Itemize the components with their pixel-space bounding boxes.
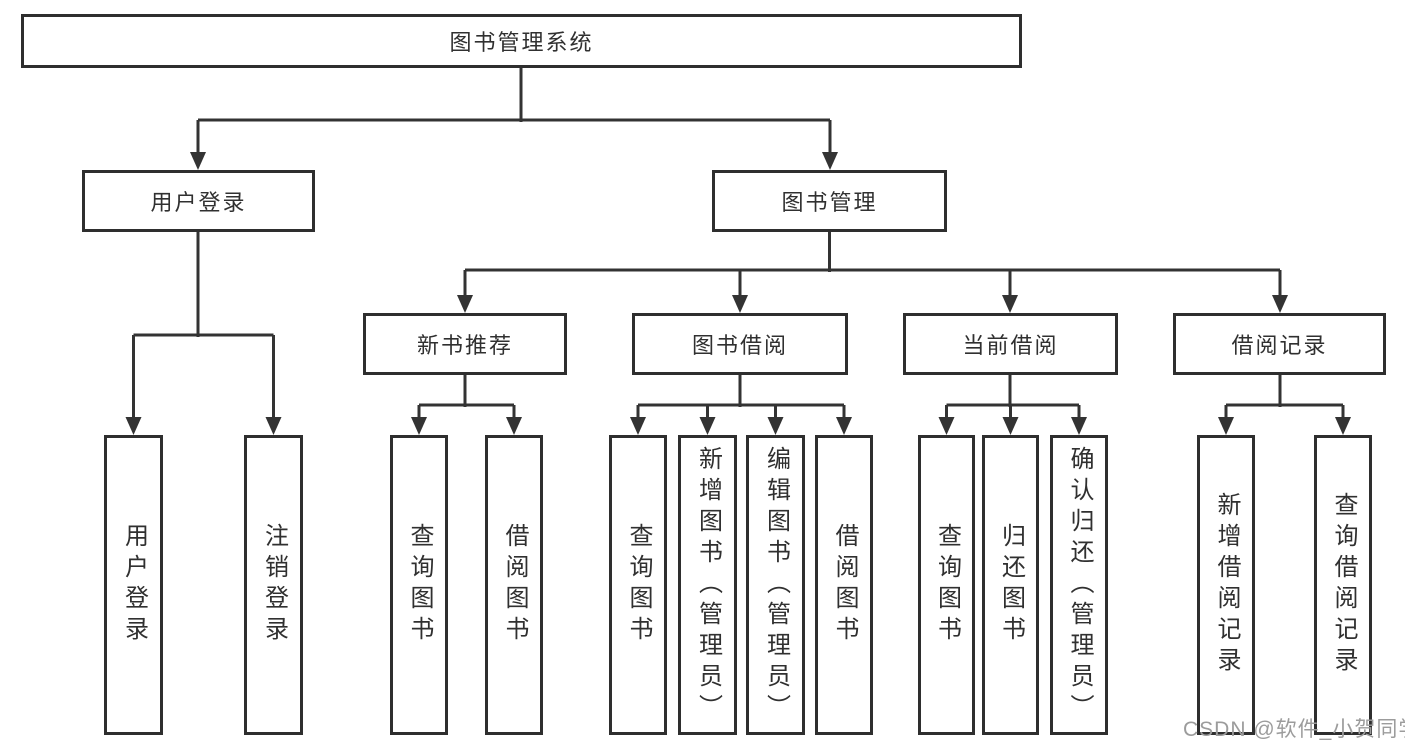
leaf-user-login: 用户登录 — [104, 435, 163, 735]
leaf-edit-books-admin: 编辑图书（管理员） — [746, 435, 805, 735]
leaf-current-query-books: 查询图书 — [918, 435, 975, 735]
node-label: 借阅图书 — [501, 523, 528, 647]
node-label: 查询图书 — [625, 523, 652, 647]
node-book-management: 图书管理 — [712, 170, 947, 232]
arrowheads — [125, 152, 1351, 435]
node-current-borrowing: 当前借阅 — [903, 313, 1118, 375]
leaf-recommend-query-books: 查询图书 — [390, 435, 448, 735]
node-library-system: 图书管理系统 — [21, 14, 1022, 68]
node-label: 查询借阅记录 — [1330, 492, 1357, 678]
node-book-borrowing: 图书借阅 — [632, 313, 848, 375]
node-label: 注销登录 — [260, 523, 288, 647]
node-label: 确认归还（管理员） — [1066, 445, 1093, 725]
leaf-confirm-return-admin: 确认归还（管理员） — [1050, 435, 1108, 735]
leaf-logout: 注销登录 — [244, 435, 303, 735]
leaf-borrowing-borrow-books: 借阅图书 — [815, 435, 873, 735]
node-label: 图书管理 — [781, 190, 878, 215]
node-label: 归还图书 — [997, 523, 1025, 647]
node-user-login: 用户登录 — [82, 170, 315, 232]
node-label: 编辑图书（管理员） — [762, 445, 790, 725]
node-label: 借阅图书 — [831, 523, 858, 647]
node-label: 当前借阅 — [962, 333, 1059, 358]
node-label: 新增图书（管理员） — [694, 445, 722, 725]
node-label: 新增借阅记录 — [1213, 492, 1240, 678]
node-borrowing-records: 借阅记录 — [1173, 313, 1386, 375]
leaf-query-borrow-record: 查询借阅记录 — [1314, 435, 1372, 735]
node-label: 新书推荐 — [416, 333, 513, 358]
node-label: 图书管理系统 — [449, 30, 594, 55]
node-label: 借阅记录 — [1231, 333, 1328, 358]
node-label: 查询图书 — [933, 523, 961, 647]
node-label: 图书借阅 — [691, 333, 788, 358]
leaf-add-books-admin: 新增图书（管理员） — [678, 435, 737, 735]
node-new-book-recommend: 新书推荐 — [363, 313, 567, 375]
leaf-borrowing-query-books: 查询图书 — [609, 435, 667, 735]
node-label: 用户登录 — [120, 523, 148, 647]
csdn-watermark: CSDN @软件_小贺同学 — [1183, 718, 1405, 741]
leaf-recommend-borrow-books: 借阅图书 — [485, 435, 543, 735]
node-label: 查询图书 — [406, 523, 433, 647]
leaf-return-books: 归还图书 — [982, 435, 1039, 735]
node-label: 用户登录 — [150, 190, 247, 215]
leaf-add-borrow-record: 新增借阅记录 — [1197, 435, 1255, 735]
